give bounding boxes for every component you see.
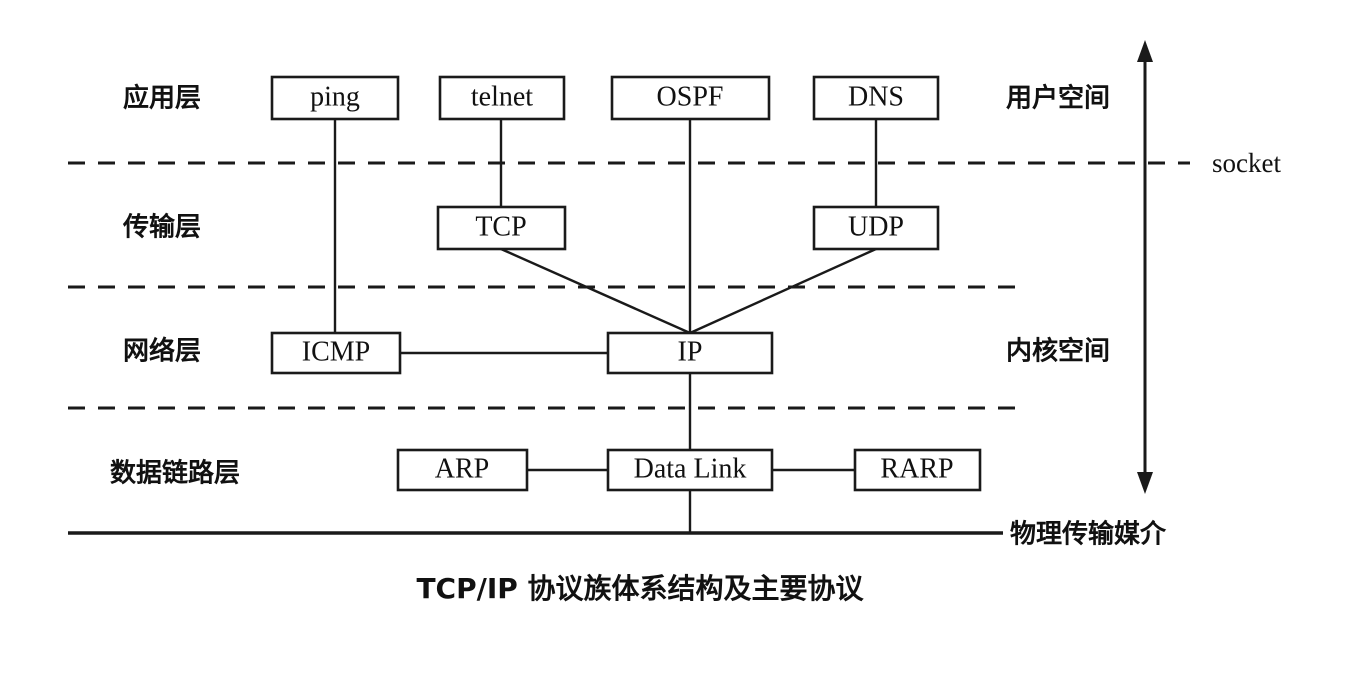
node-ospf-label: OSPF (657, 81, 724, 112)
node-dns-label: DNS (848, 81, 904, 112)
layer-label-datalink: 数据链路层 (110, 458, 240, 489)
node-data-link-label: Data Link (634, 453, 747, 484)
node-rarp-label: RARP (880, 453, 953, 484)
node-icmp-label: ICMP (302, 336, 370, 367)
node-ping-label: ping (310, 81, 360, 112)
annotation-user-space: 用户空间 (1006, 83, 1110, 114)
node-arp[interactable]: ARP (396, 448, 529, 492)
arrow-head-down-icon (1137, 472, 1153, 494)
node-dns[interactable]: DNS (812, 75, 940, 121)
node-ip-label: IP (678, 336, 703, 367)
node-ospf[interactable]: OSPF (610, 75, 771, 121)
edge-tcp-ip (500, 247, 691, 335)
node-udp-label: UDP (848, 211, 904, 242)
node-rarp[interactable]: RARP (853, 448, 982, 492)
node-ip[interactable]: IP (606, 331, 774, 375)
figure-caption: TCP/IP 协议族体系结构及主要协议 (416, 572, 864, 605)
layer-label-network: 网络层 (123, 336, 201, 367)
node-udp[interactable]: UDP (812, 205, 940, 251)
annotation-kernel-space: 内核空间 (1006, 336, 1110, 367)
layer-label-transport: 传输层 (122, 212, 201, 243)
node-telnet-label: telnet (471, 81, 533, 112)
node-data-link[interactable]: Data Link (606, 448, 774, 492)
node-tcp-label: TCP (475, 211, 526, 242)
node-tcp[interactable]: TCP (436, 205, 567, 251)
node-arp-label: ARP (435, 453, 489, 484)
node-icmp[interactable]: ICMP (270, 331, 402, 375)
edge-udp-ip (689, 247, 877, 335)
annotation-socket: socket (1212, 148, 1281, 178)
arrow-head-up-icon (1137, 40, 1153, 62)
annotation-physical-medium: 物理传输媒介 (1010, 519, 1167, 550)
node-ping[interactable]: ping (270, 75, 400, 121)
layer-label-application: 应用层 (123, 83, 201, 114)
node-telnet[interactable]: telnet (438, 75, 566, 121)
space-span-arrow (1137, 40, 1153, 494)
connector-group (333, 119, 878, 533)
